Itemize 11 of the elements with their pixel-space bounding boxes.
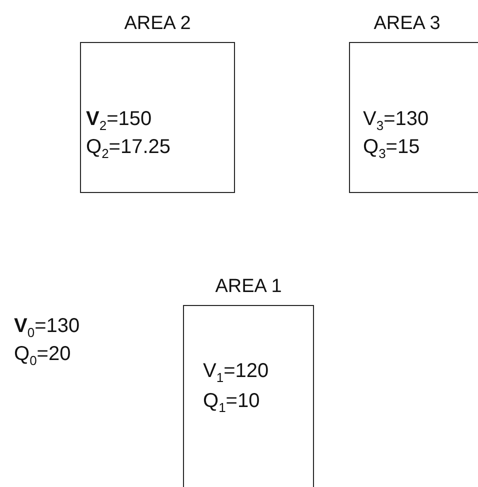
value-text: Q$_{2}$=17.25 [86, 135, 171, 159]
value-text: V$_{2}$=150 [86, 107, 152, 131]
area-heading: AREA 1 [215, 276, 282, 298]
value-text: Q$_{0}$=20 [14, 342, 71, 366]
value-text: Q$_{3}$=15 [363, 135, 420, 159]
area-heading: AREA 3 [374, 13, 440, 35]
value-text: Q$_{1}$=10 [203, 389, 260, 413]
value-text: V$_{3}$=130 [363, 107, 429, 131]
area-heading: AREA 2 [124, 13, 191, 35]
value-text: V$_{1}$=120 [203, 359, 269, 383]
value-text: V$_{0}$=130 [14, 314, 80, 338]
